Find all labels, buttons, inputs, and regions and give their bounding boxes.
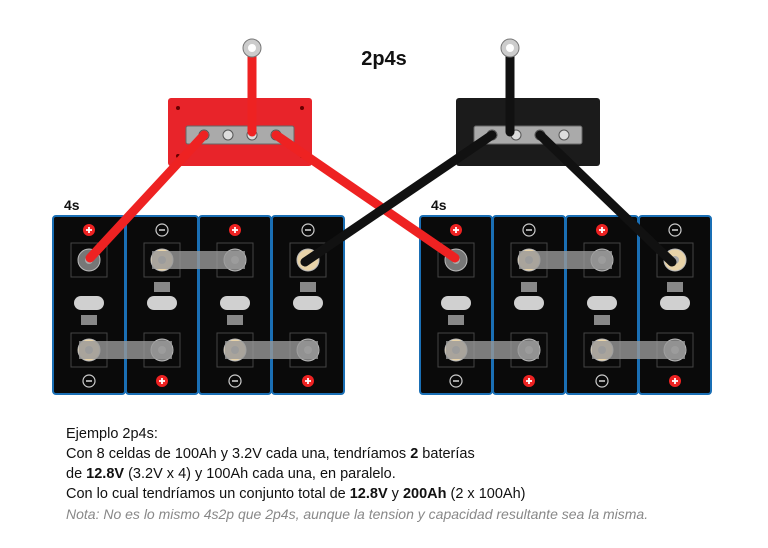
cell-link-busbar bbox=[446, 341, 539, 359]
negative-sign-icon bbox=[82, 374, 96, 388]
diagram-title: 2p4s bbox=[361, 48, 407, 70]
terminal-lug-negative bbox=[500, 38, 520, 58]
battery-cell bbox=[565, 215, 639, 395]
positive-sign-icon bbox=[83, 224, 95, 236]
vent-icon bbox=[147, 296, 177, 310]
negative-sign-icon bbox=[228, 374, 242, 388]
negative-sign-icon bbox=[449, 374, 463, 388]
vent-icon bbox=[293, 296, 323, 310]
positive-sign-icon bbox=[450, 224, 462, 236]
battery-cell bbox=[52, 215, 126, 395]
negative-sign-icon bbox=[301, 223, 315, 237]
description-text: Ejemplo 2p4s: Con 8 celdas de 100Ah y 3.… bbox=[66, 424, 648, 524]
battery-cell bbox=[198, 215, 272, 395]
vent-icon bbox=[587, 296, 617, 310]
positive-wires bbox=[85, 47, 460, 263]
vent-icon bbox=[220, 296, 250, 310]
battery-cell bbox=[125, 215, 199, 395]
description-heading: Ejemplo 2p4s: bbox=[66, 426, 158, 442]
positive-sign-icon bbox=[523, 375, 535, 387]
cell-link-busbar bbox=[225, 341, 318, 359]
cell-link-busbar bbox=[79, 341, 172, 359]
battery-pack bbox=[419, 215, 712, 395]
battery-diagram bbox=[52, 38, 712, 395]
description-line-1: Con 8 celdas de 100Ah y 3.2V cada una, t… bbox=[66, 446, 475, 462]
positive-sign-icon bbox=[669, 375, 681, 387]
description-line-2: de 12.8V (3.2V x 4) y 100Ah cada una, en… bbox=[66, 466, 396, 482]
vent-icon bbox=[441, 296, 471, 310]
description-note: Nota: No es lo mismo 4s2p que 2p4s, aunq… bbox=[66, 506, 649, 522]
positive-sign-icon bbox=[596, 224, 608, 236]
cell-link-busbar bbox=[592, 341, 685, 359]
vent-icon bbox=[74, 296, 104, 310]
battery-cell bbox=[492, 215, 566, 395]
battery-pack bbox=[52, 215, 345, 395]
cell-link-busbar bbox=[152, 251, 245, 269]
cell-link-busbar bbox=[519, 251, 612, 269]
pack-label-right: 4s bbox=[431, 197, 447, 213]
positive-sign-icon bbox=[156, 375, 168, 387]
negative-busbar bbox=[456, 98, 600, 166]
negative-wires bbox=[300, 47, 677, 267]
description-line-3: Con lo cual tendríamos un conjunto total… bbox=[66, 486, 526, 502]
positive-sign-icon bbox=[229, 224, 241, 236]
pack-label-left: 4s bbox=[64, 197, 80, 213]
vent-icon bbox=[514, 296, 544, 310]
negative-sign-icon bbox=[595, 374, 609, 388]
terminal-lug-positive bbox=[242, 38, 262, 58]
negative-sign-icon bbox=[522, 223, 536, 237]
negative-sign-icon bbox=[668, 223, 682, 237]
negative-sign-icon bbox=[155, 223, 169, 237]
vent-icon bbox=[660, 296, 690, 310]
positive-sign-icon bbox=[302, 375, 314, 387]
